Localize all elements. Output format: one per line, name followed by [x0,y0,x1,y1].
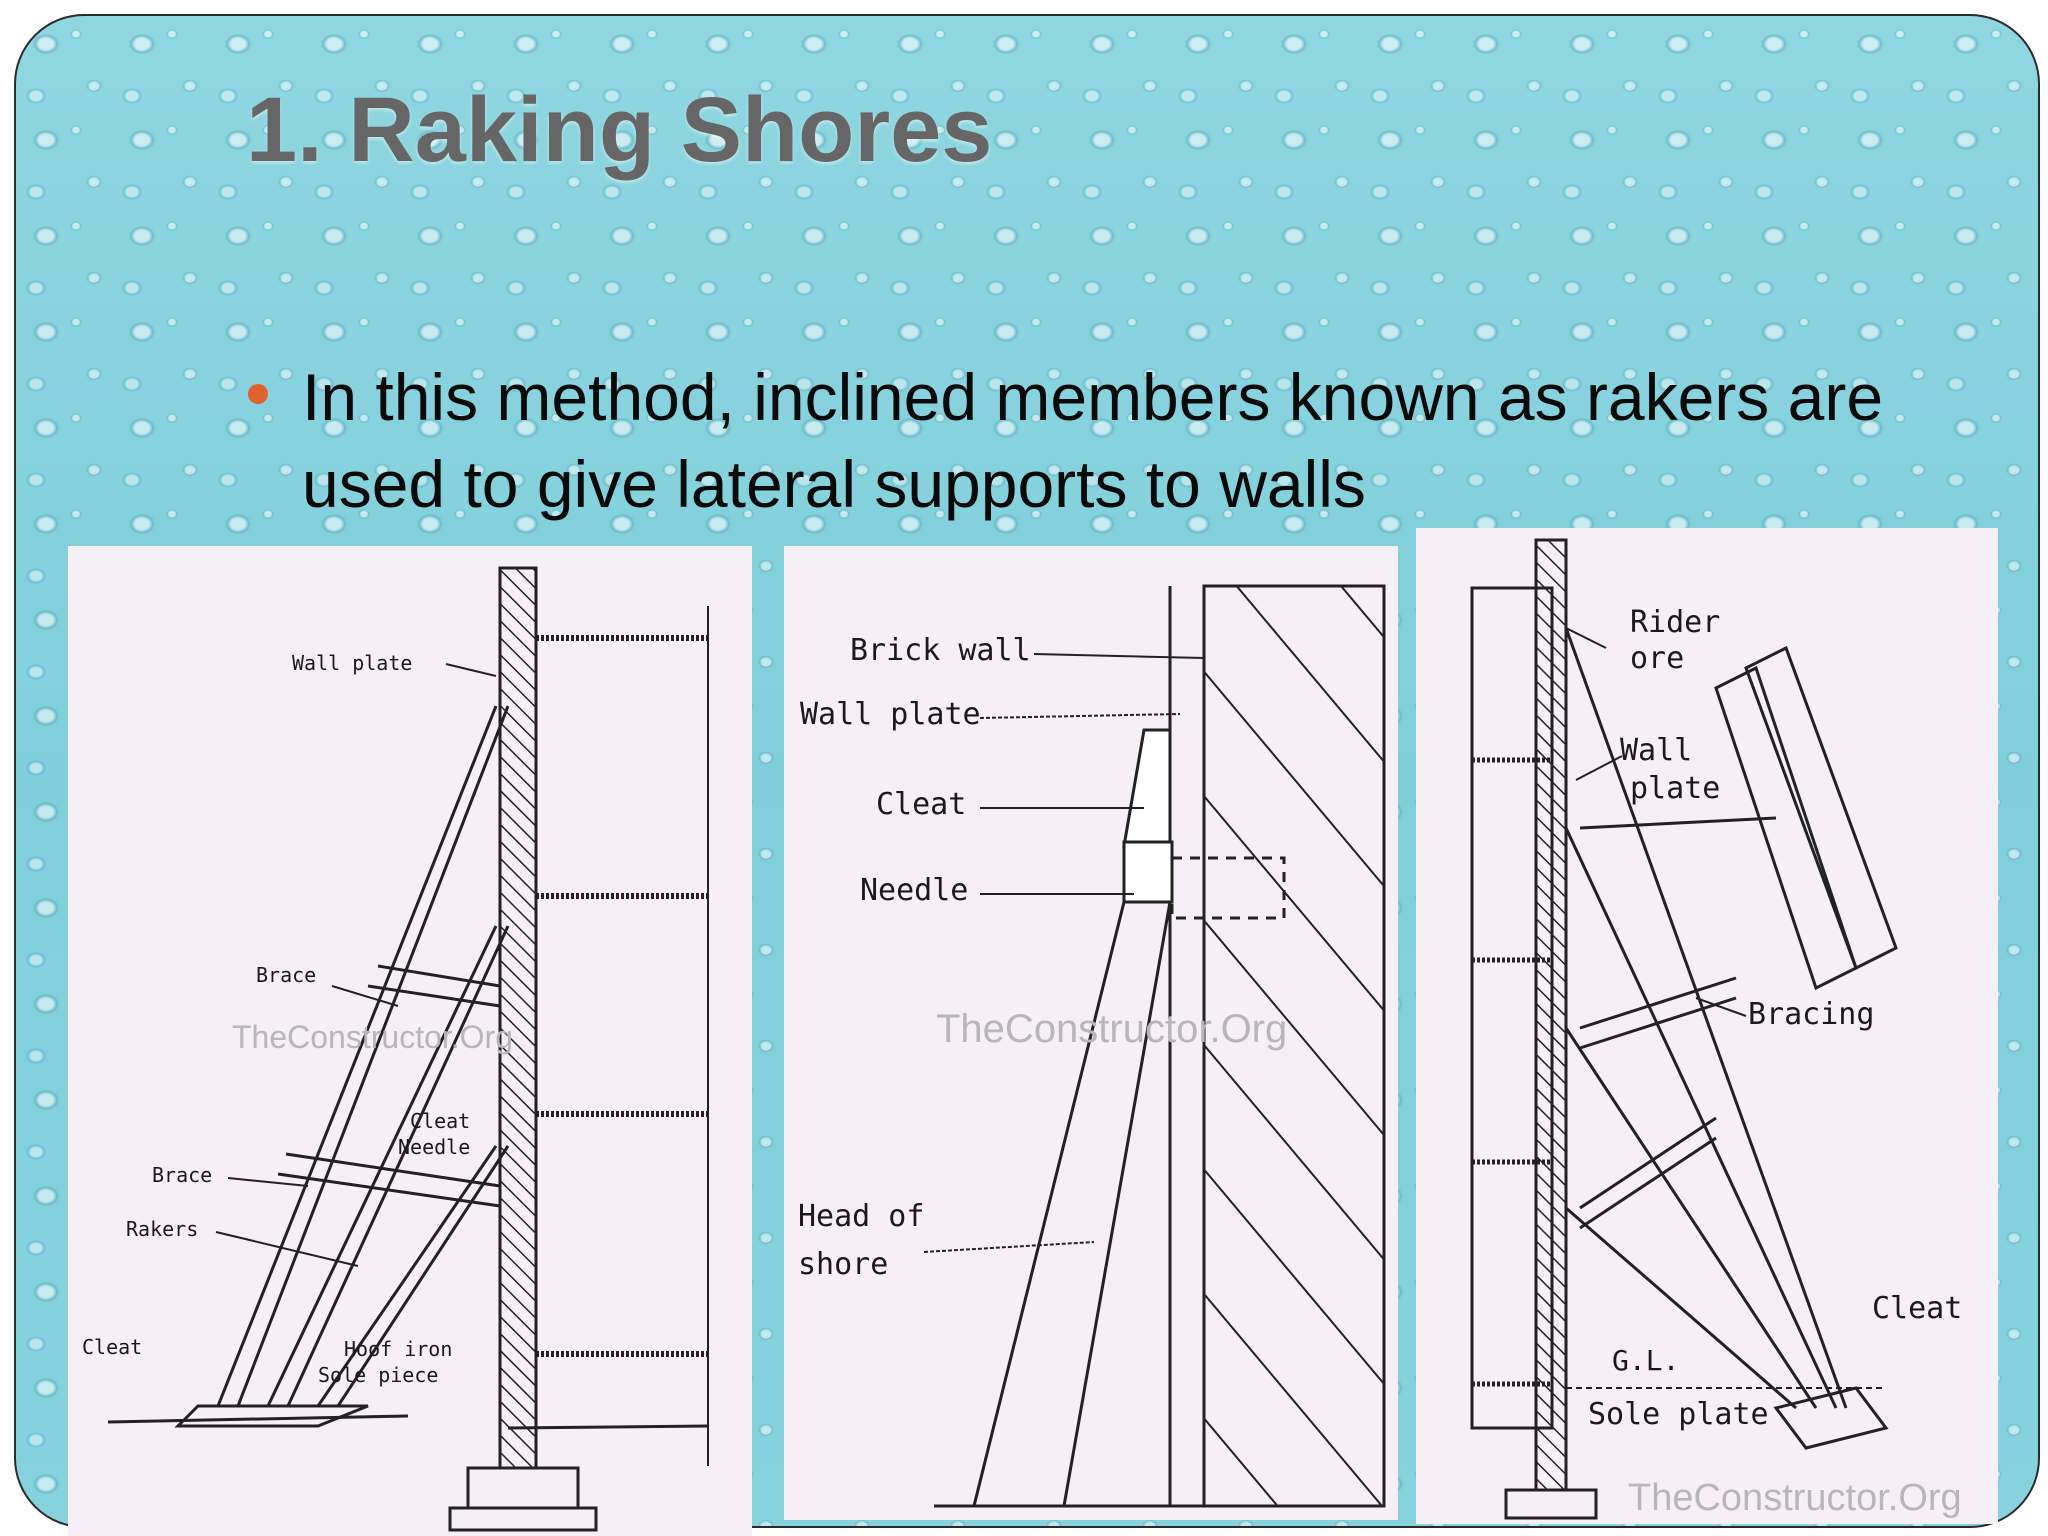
label-brace-upper: Brace [256,963,316,987]
label-head-of-shore-line2: shore [798,1247,888,1282]
label-cleat: Cleat [1872,1291,1962,1326]
label-hoof-iron: Hoof iron [344,1337,452,1361]
label-wall-plate: Wall plate [292,651,412,675]
label-sole-piece: Sole piece [318,1363,438,1387]
watermark: TheConstructor.Org [1628,1477,1962,1519]
label-needle: Needle [860,873,968,908]
label-bracing: Bracing [1748,997,1874,1032]
figure-raking-shore-multi: Wall plate Brace Cleat Needle Brace Rake… [68,546,752,1536]
watermark: TheConstructor.Org [936,1007,1287,1051]
label-rider-part2: ore [1630,641,1684,676]
label-brace-lower: Brace [152,1163,212,1187]
bullet-dot-icon [248,384,268,404]
slide-title: 1. Raking Shores [246,79,993,181]
figure-raking-shore-bracing: Rider ore Wall plate Bracing Cleat G.L. … [1416,528,1998,1524]
label-wall-plate-line2: plate [1630,771,1720,806]
label-head-of-shore-line1: Head of [798,1199,924,1234]
label-cleat: Cleat [410,1109,470,1133]
label-wall-plate-line1: Wall [1620,733,1692,768]
label-cleat-base: Cleat [82,1335,142,1359]
label-sole-plate: Sole plate [1588,1397,1769,1432]
label-rider: Rider [1630,605,1720,640]
label-cleat: Cleat [876,787,966,822]
figure-2-drawing: Brick wall Wall plate Cleat Needle Head … [798,584,1386,1508]
label-needle: Needle [398,1135,470,1159]
label-ground-level: G.L. [1612,1344,1679,1377]
figure-1-drawing: Wall plate Brace Cleat Needle Brace Rake… [82,566,709,1532]
figure-3-drawing: Rider ore Wall plate Bracing Cleat G.L. … [1470,538,1962,1520]
watermark: TheConstructor.Org [232,1019,513,1055]
bullet-text: In this method, inclined members known a… [302,360,1884,521]
label-brick-wall: Brick wall [850,633,1031,668]
label-wall-plate: Wall plate [800,697,981,732]
label-rakers: Rakers [126,1217,198,1241]
figure-raking-shore-detail: Brick wall Wall plate Cleat Needle Head … [784,546,1398,1520]
